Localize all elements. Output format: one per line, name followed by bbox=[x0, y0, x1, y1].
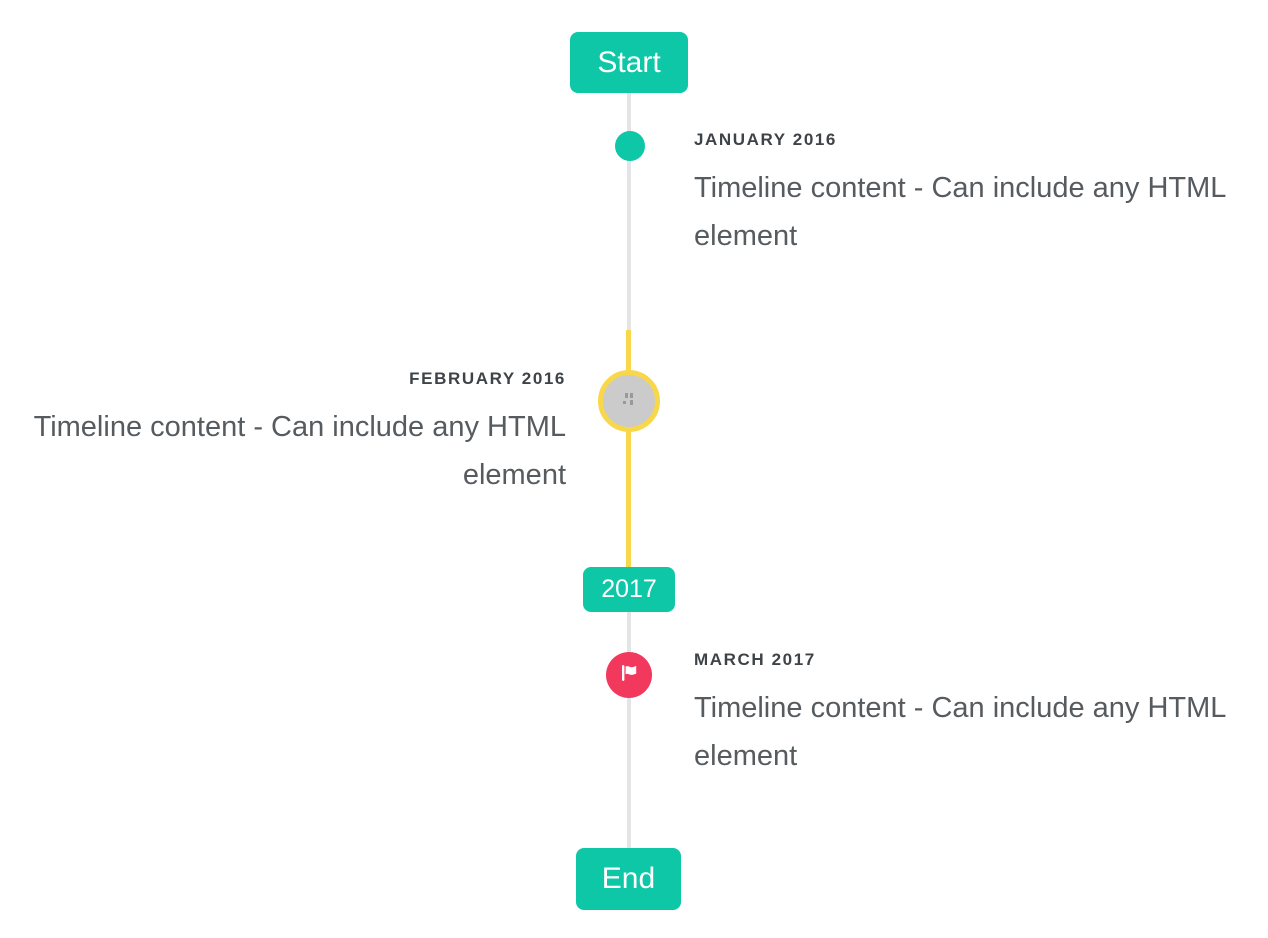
item-content-february: Timeline content - Can include any HTML … bbox=[33, 411, 566, 491]
year-badge-label: 2017 bbox=[601, 575, 657, 603]
start-badge-label: Start bbox=[597, 45, 661, 79]
timeline-item-february: FEBRUARY 2016 Timeline content - Can inc… bbox=[26, 367, 566, 499]
item-date-january: JANUARY 2016 bbox=[694, 130, 837, 149]
marker-march-flag-circle bbox=[606, 652, 652, 698]
marker-february-image-circle bbox=[598, 370, 660, 432]
end-badge-label: End bbox=[601, 862, 656, 895]
timeline-line-highlight-segment bbox=[626, 330, 631, 567]
item-date-march: MARCH 2017 bbox=[694, 650, 816, 669]
broken-image-icon bbox=[620, 390, 638, 412]
flag-icon bbox=[617, 661, 641, 690]
item-content-january: Timeline content - Can include any HTML … bbox=[694, 172, 1226, 252]
item-date-february: FEBRUARY 2016 bbox=[409, 369, 566, 388]
item-content-march: Timeline content - Can include any HTML … bbox=[694, 692, 1226, 772]
end-badge: End bbox=[576, 848, 681, 910]
timeline-item-january: JANUARY 2016 Timeline content - Can incl… bbox=[694, 128, 1234, 260]
timeline-item-march: MARCH 2017 Timeline content - Can includ… bbox=[694, 648, 1234, 780]
marker-january-dot bbox=[615, 131, 645, 161]
year-badge: 2017 bbox=[583, 567, 675, 612]
start-badge: Start bbox=[570, 32, 688, 93]
